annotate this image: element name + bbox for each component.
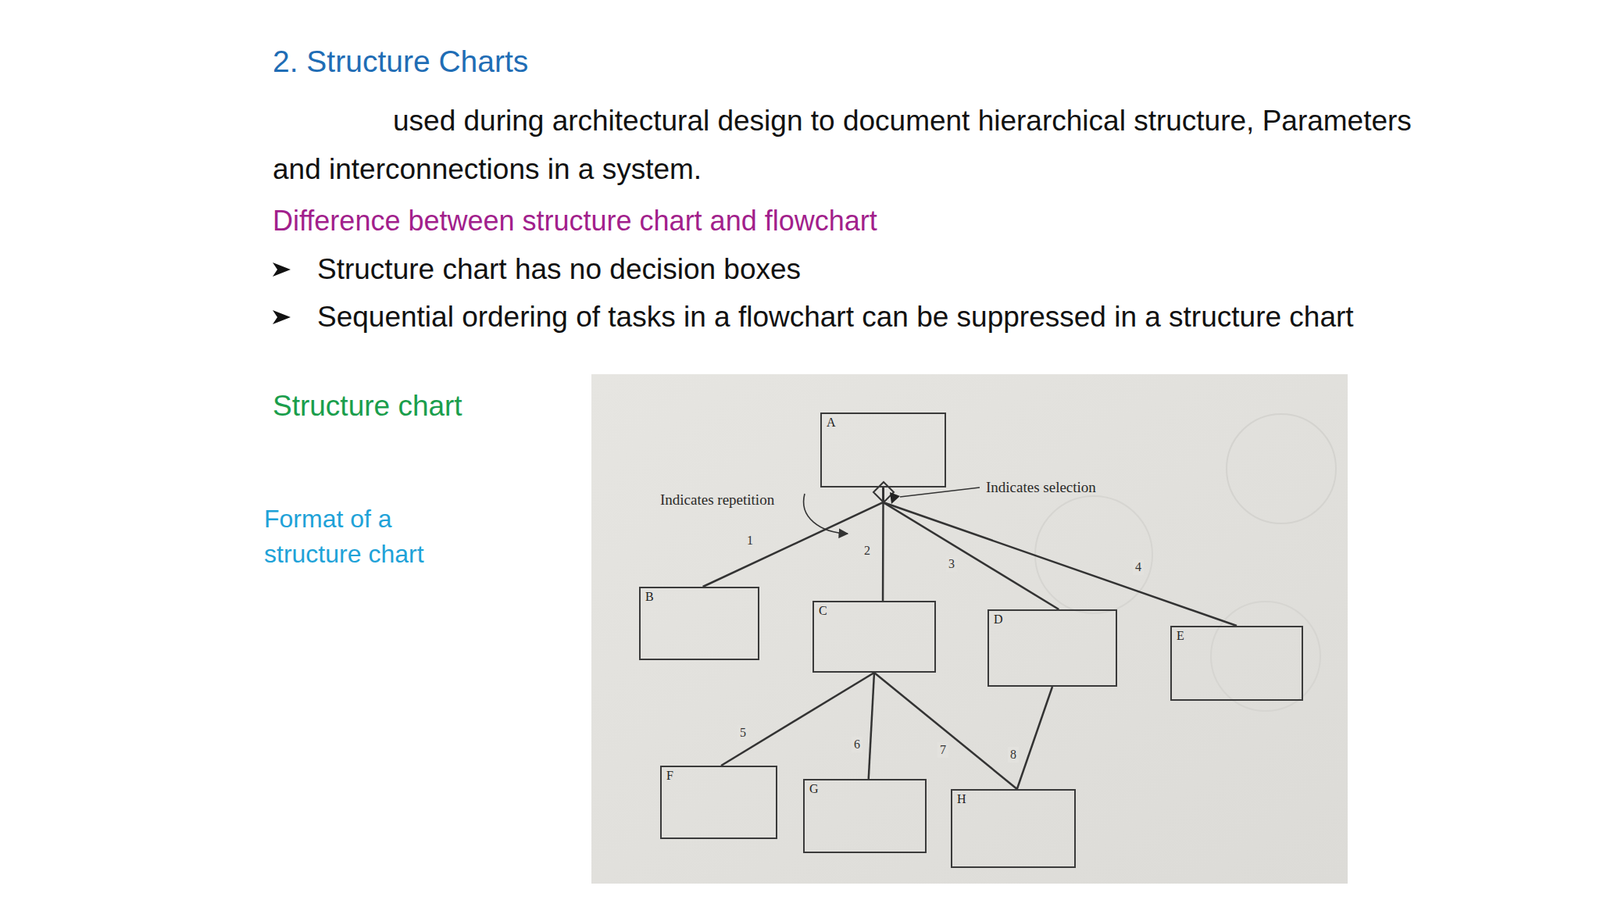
connector-line xyxy=(1017,686,1053,790)
bullet-text: Structure chart has no decision boxes xyxy=(317,252,1411,287)
connector-line xyxy=(882,487,885,601)
module-label: H xyxy=(952,790,972,808)
photo-ground xyxy=(591,374,1348,884)
connector-line xyxy=(868,672,875,779)
callout-number: 8 xyxy=(1007,746,1019,763)
module-box: F xyxy=(660,765,778,840)
slide-title: 2. Structure Charts xyxy=(272,42,529,80)
section-heading: Difference between structure chart and f… xyxy=(272,203,1367,239)
connector-line xyxy=(721,672,875,766)
connector-line xyxy=(883,487,1238,626)
module-label: D xyxy=(989,610,1008,629)
module-label: G xyxy=(804,780,824,798)
callout-number: 1 xyxy=(744,532,756,549)
module-box: B xyxy=(639,586,760,661)
callout-number: 7 xyxy=(937,742,949,758)
module-box: A xyxy=(820,412,947,488)
faint-circle xyxy=(1210,601,1321,711)
module-label: F xyxy=(661,767,679,785)
section-heading: Structure chart xyxy=(272,389,664,424)
callout-number: 6 xyxy=(851,736,863,753)
faint-circle xyxy=(1226,414,1336,524)
caption-note: Format of a structure chart xyxy=(264,501,491,572)
module-label: E xyxy=(1171,627,1190,645)
callout-number: 5 xyxy=(737,725,749,741)
repetition-arrow xyxy=(803,493,848,534)
module-box: E xyxy=(1170,625,1304,701)
body-text: used during architectural design to docu… xyxy=(272,96,1429,194)
faint-circle xyxy=(1035,496,1153,614)
selection-marker xyxy=(889,492,900,504)
callout-number: 4 xyxy=(1132,559,1144,575)
callout-text: Indicates selection xyxy=(985,478,1190,497)
module-box: H xyxy=(950,789,1076,868)
module-label: C xyxy=(814,602,833,620)
module-box: C xyxy=(812,600,936,673)
module-label: A xyxy=(821,414,841,432)
module-box: D xyxy=(987,609,1118,687)
connector-line xyxy=(874,672,1018,790)
module-label: B xyxy=(640,588,659,606)
callout-text: Indicates repetition xyxy=(660,490,864,510)
connector-line xyxy=(883,487,1060,610)
leader-line xyxy=(900,487,980,497)
bullet-text: Sequential ordering of tasks in a flowch… xyxy=(317,296,1357,338)
callout-number: 2 xyxy=(861,542,873,559)
bullet-arrow xyxy=(272,310,291,325)
bullet-arrow xyxy=(272,262,291,277)
callout-number: 3 xyxy=(946,556,958,572)
module-box: G xyxy=(803,778,927,854)
